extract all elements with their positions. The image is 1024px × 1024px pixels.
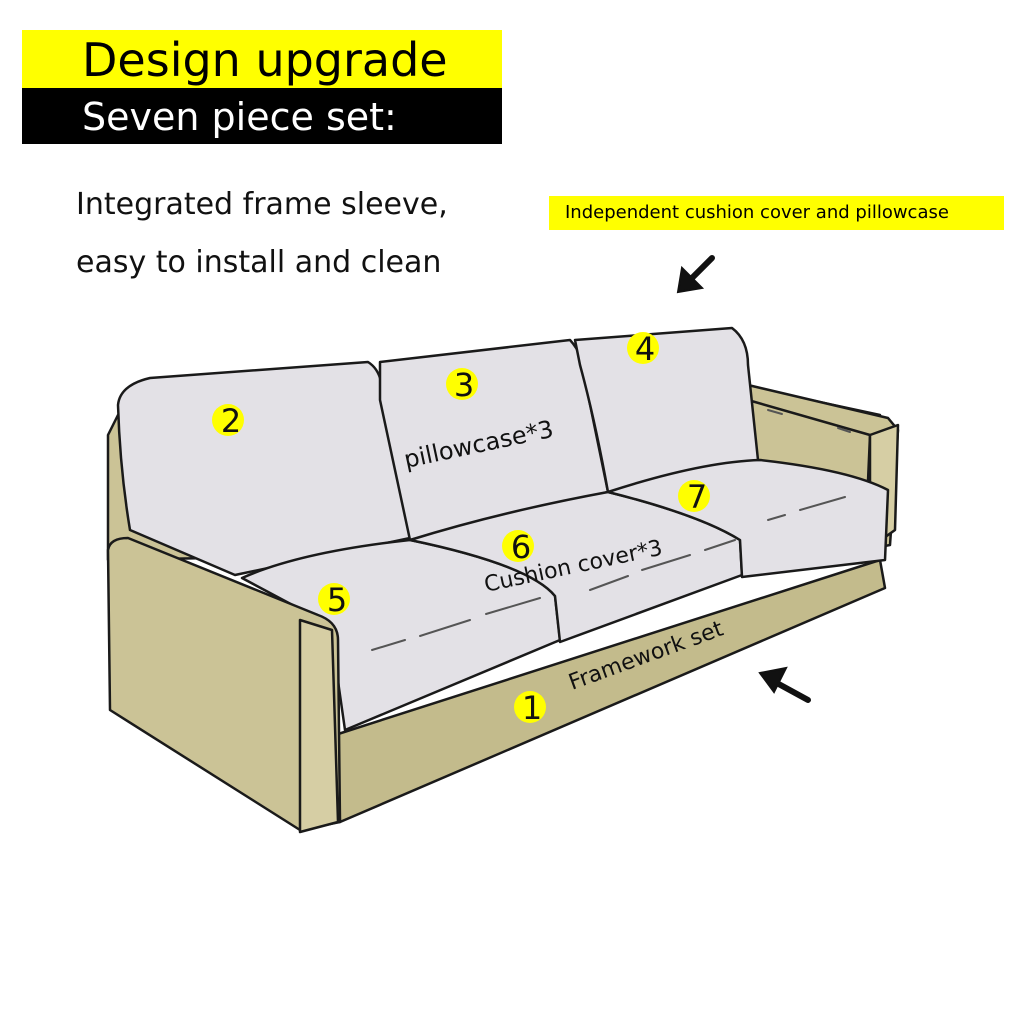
seam-middle bbox=[589, 539, 736, 591]
marker-1-number: 1 bbox=[522, 689, 542, 727]
arrow-top-head-icon bbox=[676, 265, 705, 294]
intro-line-2: easy to install and clean bbox=[76, 245, 442, 280]
marker-7: 7 bbox=[678, 478, 710, 516]
seam-right bbox=[767, 496, 846, 521]
marker-3-number: 3 bbox=[454, 366, 474, 404]
back-cushion-left bbox=[116, 360, 412, 577]
marker-4-number: 4 bbox=[635, 330, 655, 368]
arrow-bottom-head-icon bbox=[758, 666, 788, 694]
callout-text: Independent cushion cover and pillowcase bbox=[565, 202, 949, 223]
left-armrest bbox=[106, 536, 342, 832]
seam-left bbox=[371, 597, 541, 651]
page-subtitle: Seven piece set: bbox=[82, 95, 397, 139]
marker-2: 2 bbox=[212, 402, 244, 440]
marker-3: 3 bbox=[446, 366, 478, 404]
marker-7-number: 7 bbox=[687, 478, 707, 516]
callout-banner: Independent cushion cover and pillowcase bbox=[549, 196, 1004, 230]
subtitle-banner: Seven piece set: bbox=[22, 88, 502, 144]
page-title: Design upgrade bbox=[82, 33, 448, 87]
intro-line-1: Integrated frame sleeve, bbox=[76, 187, 448, 222]
intro-text: Integrated frame sleeve, easy to install… bbox=[76, 176, 448, 292]
marker-5: 5 bbox=[318, 581, 350, 619]
marker-2-number: 2 bbox=[221, 402, 241, 440]
seat-cushion-right bbox=[606, 458, 890, 579]
left-armrest-front bbox=[298, 618, 340, 834]
title-banner: Design upgrade bbox=[22, 30, 502, 88]
arrow-bottom-icon bbox=[772, 679, 811, 703]
seam-armrest bbox=[767, 409, 851, 433]
marker-6-number: 6 bbox=[511, 528, 531, 566]
marker-4: 4 bbox=[627, 330, 659, 368]
marker-1: 1 bbox=[514, 689, 546, 727]
marker-5-number: 5 bbox=[327, 581, 347, 619]
marker-6: 6 bbox=[502, 528, 534, 566]
